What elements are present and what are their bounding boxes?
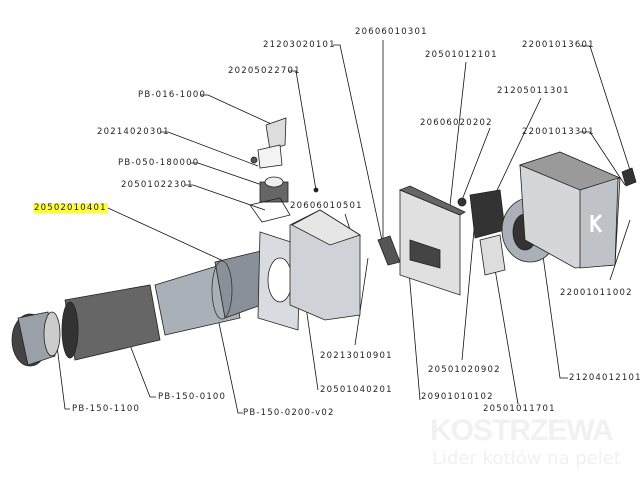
part-label[interactable]: 20606010501	[290, 201, 363, 211]
k-logo-mark	[590, 213, 603, 233]
watermark-brand: KOSTRZEWA	[430, 414, 614, 447]
part-label[interactable]: 22001013601	[522, 40, 595, 50]
part-label[interactable]: 20205022701	[228, 66, 301, 76]
watermark-tagline: Lider kotłów na pelet	[432, 448, 621, 469]
part-label[interactable]: PB-050-180000	[118, 158, 200, 168]
part-label[interactable]: 20501012101	[425, 50, 498, 60]
part-label[interactable]: 20213010901	[320, 351, 393, 361]
part-label[interactable]: 21204012101	[569, 373, 640, 383]
part-label[interactable]: PB-150-0200-v02	[243, 408, 335, 418]
part-label[interactable]: 20214020301	[97, 127, 170, 137]
part-label-highlighted[interactable]: 20502010401	[33, 203, 108, 213]
part-label[interactable]: 20501020902	[428, 365, 501, 375]
burner-housing	[249, 117, 637, 321]
part-label[interactable]: PB-016-1000	[138, 90, 207, 100]
part-label[interactable]: 21203020101	[263, 40, 336, 50]
part-label[interactable]: 20501011701	[483, 404, 556, 414]
part-label[interactable]: 22001011002	[560, 288, 633, 298]
part-label[interactable]: 20606020202	[420, 118, 493, 128]
part-label[interactable]: 20606010301	[355, 27, 428, 37]
part-label[interactable]: PB-150-0100	[158, 392, 227, 402]
part-label[interactable]: 21205011301	[497, 86, 570, 96]
part-label[interactable]: 20501022301	[121, 180, 194, 190]
part-label[interactable]: 20901010102	[421, 392, 494, 402]
part-label[interactable]: 22001013301	[522, 127, 595, 137]
part-label[interactable]: PB-150-1100	[72, 404, 141, 414]
part-label[interactable]: 20501040201	[320, 385, 393, 395]
burner-tube	[11, 231, 301, 367]
